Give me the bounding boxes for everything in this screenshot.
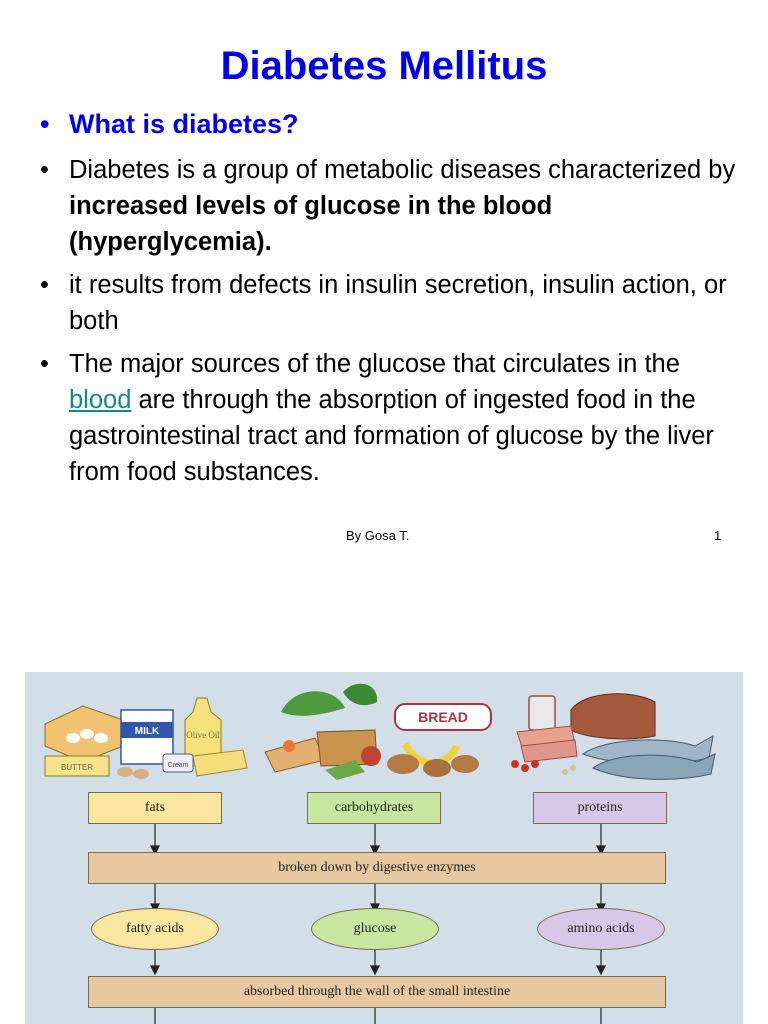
olive-oil-label: Olive Oil [186,730,220,740]
milk-label: MILK [135,726,160,737]
digestion-figure: MILK Olive Oil BUTTER Cream BREAD [25,672,743,1024]
glucose-ellipse: glucose [311,908,439,950]
definition-emphasis: increased levels of glucose in the blood… [69,192,553,256]
bullet-causes-text: it results from defects in insulin secre… [69,271,727,335]
butter-label: BUTTER [61,763,93,772]
cream-label: Cream [167,762,188,769]
footer-author: By Gosa T. [346,528,410,543]
carbohydrates-box: carbohydrates [307,792,441,824]
digestive-enzymes-step: broken down by digestive enzymes [88,852,666,884]
bullet-marker: • [40,271,49,299]
small-intestine-absorption-step: absorbed through the wall of the small i… [88,976,666,1008]
fatty-acids-ellipse: fatty acids [91,908,219,950]
bullet-marker: • [40,156,49,184]
bullet-sources-text: The major sources of the glucose that ci… [69,346,749,490]
bread-label: BREAD [418,709,468,725]
carbohydrates-food-illustration: BREAD [264,683,492,780]
blood-link[interactable]: blood [69,386,132,414]
proteins-food-illustration [511,693,716,780]
bullet-definition-text: Diabetes is a group of metabolic disease… [69,152,749,260]
figure-illustrations: MILK Olive Oil BUTTER Cream BREAD [44,683,716,1024]
sources-text-end: are through the absorption of ingested f… [69,386,714,486]
proteins-box: proteins [533,792,667,824]
bullet-marker: • [40,350,49,378]
page-number: 1 [714,528,722,543]
amino-acids-ellipse: amino acids [537,908,665,950]
flow-arrows [150,824,606,1024]
bullet-marker: • [40,109,50,139]
fats-box: fats [88,792,222,824]
slide-title: Diabetes Mellitus [220,44,548,88]
fats-food-illustration: MILK Olive Oil BUTTER Cream [44,697,248,779]
definition-text: Diabetes is a group of metabolic disease… [69,156,736,184]
sources-text-start: The major sources of the glucose that ci… [69,350,680,378]
slide: Diabetes Mellitus • What is diabetes? • … [40,44,749,543]
bullet-heading-text: What is diabetes? [69,109,299,139]
